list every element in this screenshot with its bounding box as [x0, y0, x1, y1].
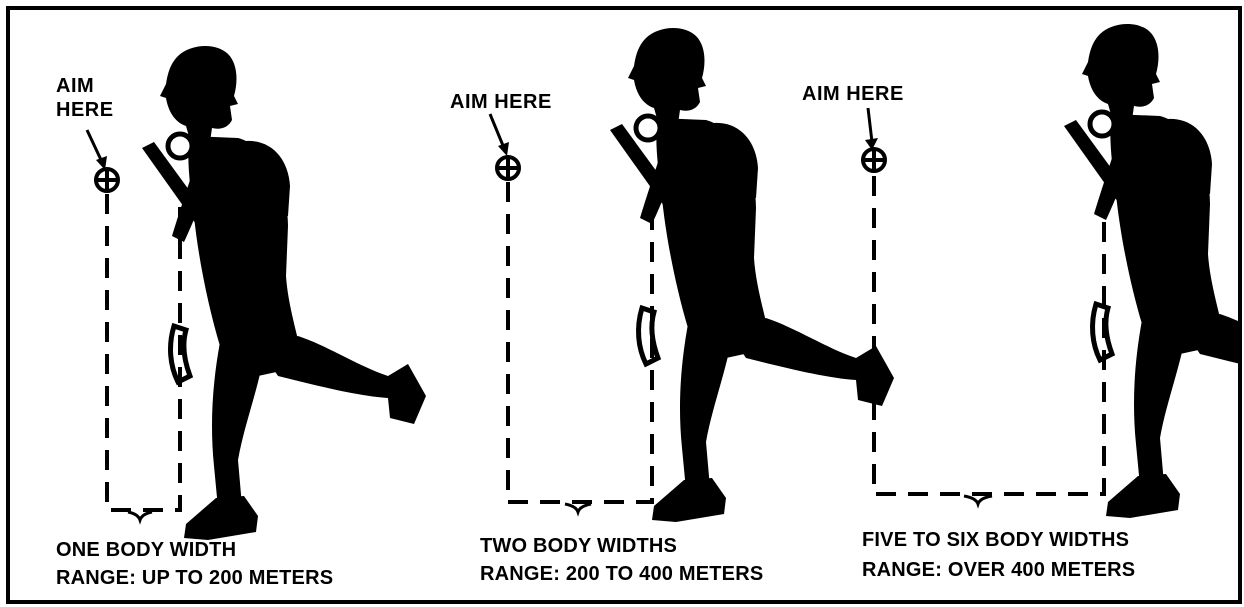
caption-width: TWO BODY WIDTHS [480, 532, 677, 560]
caption-range: RANGE: UP TO 200 METERS [56, 564, 333, 592]
caption-range: RANGE: 200 TO 400 METERS [480, 560, 763, 588]
crosshair-aim-icon [96, 169, 118, 191]
caption-width: ONE BODY WIDTH [56, 536, 236, 564]
running-soldier-silhouette [142, 46, 426, 540]
caption-width: FIVE TO SIX BODY WIDTHS [862, 526, 1129, 554]
panel-five-to-six-body-widths [863, 24, 1238, 518]
panel-one-body-width [87, 46, 426, 540]
aim-here-label: AIM HERE [56, 74, 114, 122]
running-soldier-silhouette [1064, 24, 1238, 518]
crosshair-aim-icon [497, 157, 519, 179]
aim-here-label: AIM HERE [450, 90, 552, 114]
lead-dashed-line [874, 170, 1104, 494]
caption-range: RANGE: OVER 400 METERS [862, 556, 1135, 584]
diagram-frame: AIM HERE AIM HERE AIM HERE ONE BODY WIDT… [6, 6, 1242, 604]
crosshair-aim-icon [863, 149, 885, 171]
aim-here-label: AIM HERE [802, 82, 904, 106]
lead-dashed-line [508, 180, 652, 502]
lead-diagram-art [10, 10, 1238, 600]
